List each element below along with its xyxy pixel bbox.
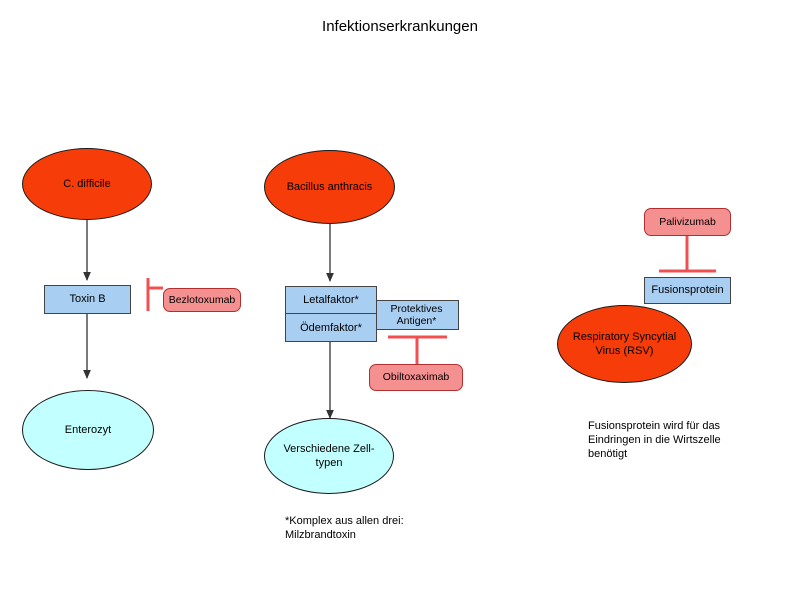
- node-fusionsprotein[interactable]: Fusionsprotein: [644, 277, 731, 304]
- caption-fusionsprotein: Fusionsprotein wird für das Eindringen i…: [588, 420, 721, 460]
- node-drug-palivizumab[interactable]: Palivizumab: [644, 208, 731, 236]
- footnote-milzbrandtoxin: *Komplex aus allen drei: Milzbrandtoxin: [285, 515, 404, 541]
- node-anthrax-factors[interactable]: Letalfaktor* Ödemfaktor*: [285, 286, 377, 342]
- node-protektives-antigen[interactable]: Protektives Antigen*: [374, 300, 459, 330]
- node-drug-bezlotoxumab[interactable]: Bezlotoxumab: [163, 288, 241, 312]
- node-cell-verschiedene-zelltypen[interactable]: Verschiedene Zell- typen: [264, 418, 394, 494]
- node-oedemfaktor[interactable]: Ödemfaktor*: [300, 321, 362, 334]
- node-pathogen-bacillus-anthracis[interactable]: Bacillus anthracis: [264, 150, 395, 224]
- node-toxin-b[interactable]: Toxin B: [44, 285, 131, 314]
- node-drug-obiltoxaximab[interactable]: Obiltoxaximab: [369, 364, 463, 391]
- inhibition-obiltoxaximab: [388, 335, 447, 364]
- node-pathogen-c-difficile[interactable]: C. difficile: [22, 148, 152, 220]
- node-pathogen-rsv[interactable]: Respiratory Syncytial Virus (RSV): [557, 305, 692, 383]
- node-letalfaktor[interactable]: Letalfaktor*: [286, 287, 376, 314]
- page-title: Infektionserkrankungen: [322, 18, 478, 35]
- node-cell-enterozyt[interactable]: Enterozyt: [22, 390, 154, 470]
- inhibition-palivizumab: [659, 236, 716, 273]
- inhibition-bezlotoxumab: [146, 278, 163, 311]
